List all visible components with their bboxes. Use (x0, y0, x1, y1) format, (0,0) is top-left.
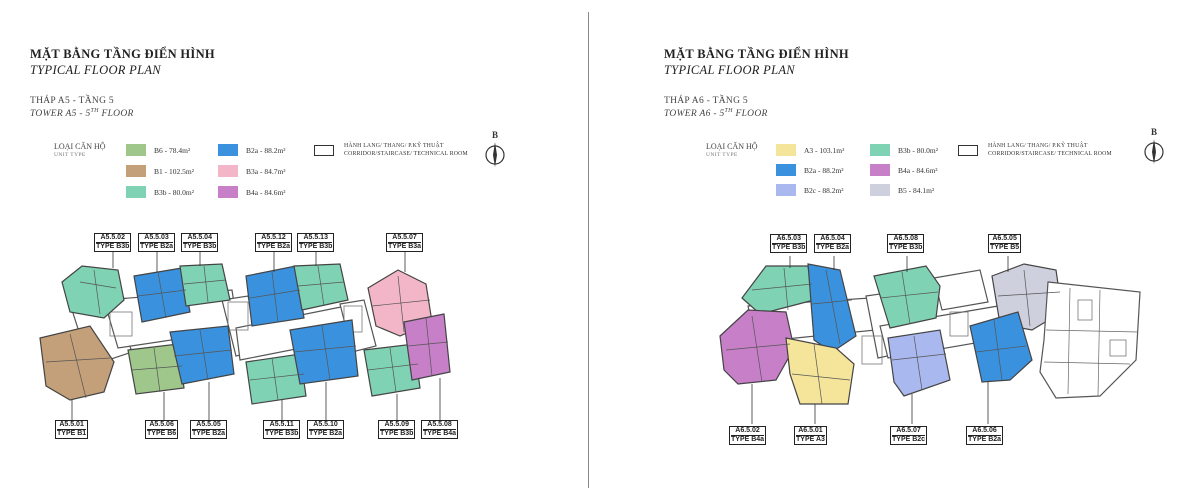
legend-swatch (870, 144, 890, 156)
floor-plan-a5 (39, 252, 451, 420)
floor-plan-a6 (719, 256, 1141, 424)
legend-swatch (776, 184, 796, 196)
title-vietnamese: MẶT BẰNG TẦNG ĐIỂN HÌNH (30, 47, 215, 61)
elevator-core (949, 311, 969, 337)
legend-swatch (218, 186, 238, 198)
north-compass-icon: B (484, 130, 506, 170)
legend-item-b4a: B4a - 84.6m² (218, 186, 286, 198)
north-compass-icon: B (1143, 127, 1165, 167)
legend-item-b3b: B3b - 80.0m² (126, 186, 194, 198)
legend-item-b3a: B3a - 84.7m² (218, 165, 286, 177)
unit-a6-5-08 (873, 265, 941, 329)
legend-swatch (870, 184, 890, 196)
legend-item-b4a: B4a - 84.6m² (870, 164, 938, 176)
legend-item-b1: B1 - 102.5m² (126, 165, 194, 177)
unit-a6-5-04 (807, 263, 857, 353)
leader-lines (751, 256, 1009, 424)
legend-item-b2c: B2c - 88.2m² (776, 184, 844, 196)
legend-item-b3b: B3b - 80.0m² (870, 144, 938, 156)
staircase-core (861, 335, 883, 365)
tower-label-english: TOWER A5 - 5TH FLOOR (30, 108, 134, 120)
technical-room-wing (1039, 281, 1141, 399)
tower-label-vietnamese: THÁP A6 - TẦNG 5 (664, 96, 748, 106)
leader-lines (71, 252, 441, 420)
legend-item-a3: A3 - 103.1m² (776, 144, 844, 156)
corridor-segment (933, 269, 989, 311)
legend-item-b6: B6 - 78.4m² (126, 144, 190, 156)
floor-plan-panel-a5: MẶT BẰNG TẦNG ĐIỂN HÌNH TYPICAL FLOOR PL… (0, 0, 590, 500)
unit-a5-5-04 (179, 263, 231, 307)
unit-a6-5-07 (887, 329, 951, 397)
tower-label-english: TOWER A6 - 5TH FLOOR (664, 108, 768, 120)
unit-a5-5-11 (245, 353, 307, 405)
unit-a6-5-01 (785, 337, 855, 405)
unit-a5-5-08 (403, 313, 451, 381)
floor-plan-panel-a6: MẶT BẰNG TẦNG ĐIỂN HÌNH TYPICAL FLOOR PL… (600, 0, 1200, 500)
room-partitions (725, 267, 1061, 405)
tower-label-vietnamese: THÁP A5 - TẦNG 5 (30, 96, 114, 106)
room-partitions (45, 265, 449, 401)
corridor-swatch (958, 144, 978, 156)
legend-swatch (776, 144, 796, 156)
legend-swatch (126, 186, 146, 198)
unit-a5-5-05 (169, 325, 235, 385)
legend-swatch (126, 144, 146, 156)
staircase-core (109, 311, 133, 337)
legend-swatch (870, 164, 890, 176)
elevator-core (227, 301, 249, 331)
corridor-swatch (314, 144, 334, 156)
title-english: TYPICAL FLOOR PLAN (664, 63, 795, 77)
legend-item-b5: B5 - 84.1m² (870, 184, 934, 196)
panel-divider (588, 12, 589, 488)
unit-a5-5-09 (363, 343, 421, 397)
legend-swatch (776, 164, 796, 176)
unit-a5-5-10 (289, 319, 359, 385)
legend-swatch (218, 144, 238, 156)
technical-room-partitions (1043, 287, 1139, 397)
unit-a5-5-06 (127, 343, 185, 395)
legend-swatch (218, 165, 238, 177)
legend-item-b2a: B2a - 88.2m² (776, 164, 844, 176)
unit-a5-5-02 (61, 265, 125, 319)
title-vietnamese: MẶT BẰNG TẦNG ĐIỂN HÌNH (664, 47, 849, 61)
unit-a6-5-06 (969, 311, 1033, 383)
legend-item-b2a: B2a - 88.2m² (218, 144, 286, 156)
legend-swatch (126, 165, 146, 177)
title-english: TYPICAL FLOOR PLAN (30, 63, 161, 77)
